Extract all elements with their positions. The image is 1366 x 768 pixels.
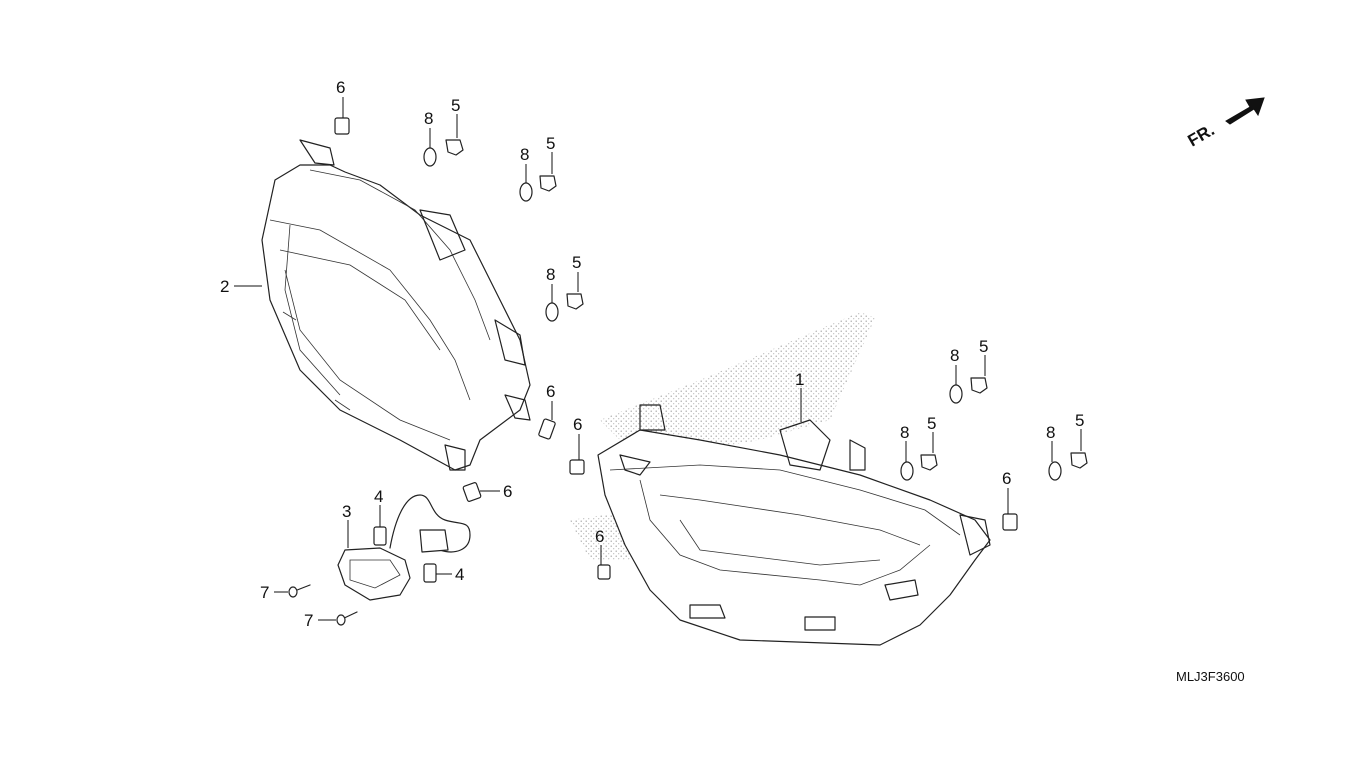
- hardware-clips: [334, 117, 1018, 580]
- callout-5-e: 5: [927, 414, 936, 433]
- callout-6-right: 6: [1002, 469, 1011, 488]
- front-direction-indicator: FR.: [1185, 97, 1265, 150]
- callout-8-d: 8: [950, 346, 959, 365]
- callout-4-a: 4: [374, 487, 383, 506]
- callout-8-c: 8: [546, 265, 555, 284]
- callout-2: 2: [220, 277, 229, 296]
- callout-6-left-lamp: 6: [546, 382, 555, 401]
- callout-6-lower: 6: [595, 527, 604, 546]
- callout-8-e: 8: [900, 423, 909, 442]
- front-label: FR.: [1185, 120, 1218, 150]
- callout-3: 3: [342, 502, 351, 521]
- sub-harness-module: [337, 494, 471, 601]
- hardware-washers: [423, 147, 1062, 481]
- callout-5-c: 5: [572, 253, 581, 272]
- callout-6-bottom-clip: 6: [503, 482, 512, 501]
- callout-8-a: 8: [424, 109, 433, 128]
- callout-8-f: 8: [1046, 423, 1055, 442]
- callout-8-b: 8: [520, 145, 529, 164]
- left-lamp-housing: [261, 139, 531, 471]
- callout-5-f: 5: [1075, 411, 1084, 430]
- callout-7-b: 7: [304, 611, 313, 630]
- callout-7-a: 7: [260, 583, 269, 602]
- hardware-grommets: [373, 526, 437, 583]
- callout-5-b: 5: [546, 134, 555, 153]
- front-arrow-icon: [1225, 97, 1265, 125]
- callout-5-a: 5: [451, 96, 460, 115]
- hardware-screws: [288, 584, 358, 626]
- callout-5-d: 5: [979, 337, 988, 356]
- diagram-reference-code: MLJ3F3600: [1176, 669, 1245, 684]
- callout-6-mid: 6: [573, 415, 582, 434]
- right-lamp-housing: [597, 404, 991, 646]
- callout-6-top: 6: [336, 78, 345, 97]
- callout-labels: 6 8 5 8 5 8 5 2 6 6 6 1 8 5 8 5 8 5 6 3 …: [220, 78, 1084, 630]
- callout-4-b: 4: [455, 565, 464, 584]
- leader-lines: [234, 97, 1082, 621]
- hardware-nuts: [445, 139, 1088, 471]
- callout-1: 1: [795, 370, 804, 389]
